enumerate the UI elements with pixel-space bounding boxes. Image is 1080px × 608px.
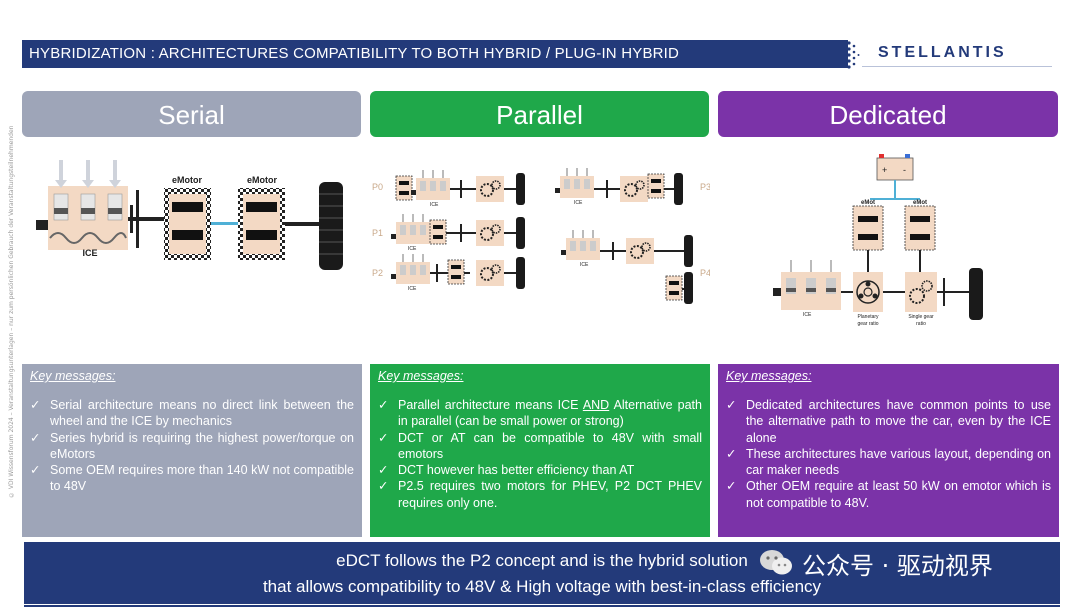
slide-title: HYBRIDIZATION : ARCHITECTURES COMPATIBIL… [22,40,848,68]
serial-message-list: ✓Serial architecture means no direct lin… [30,397,354,495]
p0-label: P0 [372,182,383,192]
conclusion-line-1: eDCT follows the P2 concept and is the h… [336,551,748,570]
emot-1-icon [852,205,884,251]
watermark: 公众号 · 驱动视界 [758,547,993,580]
side-copyright-note: © VDI Wissensforum 2024 – Veranstaltungs… [8,125,15,498]
single-gear-icon [905,272,937,312]
wheel-icon [319,182,343,270]
single-gear-label-line2: ratio [916,321,926,327]
battery-minus-label: - [903,165,906,175]
parallel-diagram: P0 ICE P1 ICE P2 ICE P3 ICE P4 ICE [372,167,710,304]
p3-label: P3 [700,182,710,192]
emot2-label: eMot [913,200,927,206]
dedicated-wheel-icon [969,268,983,320]
serial-emotor1-label: eMotor [172,175,202,185]
check-icon: ✓ [726,398,737,412]
serial-key-heading: Key messages: [30,369,116,383]
emotor-2-icon [238,188,285,260]
dedicated-heading: Dedicated [718,91,1058,137]
and-emphasis: AND [582,398,610,412]
p0-ice-label: ICE [430,202,439,208]
conclusion-banner: eDCT follows the P2 concept and is the h… [24,542,1060,604]
emot-2-icon [904,205,936,251]
planetary-label-line2: gear ratio [857,321,878,327]
emot1-label: eMot [861,200,875,206]
check-icon: ✓ [378,398,389,412]
dedicated-key-messages: Key messages: ✓Dedicated architectures h… [718,364,1059,537]
planetary-gear-icon [853,272,883,312]
stellantis-logo: STELLANTIS [878,44,1007,61]
list-item: ✓Dedicated architectures have common poi… [726,398,1051,445]
list-item: ✓DCT however has better efficiency than … [378,463,635,478]
check-icon: ✓ [30,398,41,412]
check-icon: ✓ [378,463,389,478]
watermark-text: 公众号 · 驱动视界 [802,551,993,580]
list-item: ✓Serial architecture means no direct lin… [30,398,354,429]
battery-icon [876,154,914,181]
parallel-heading: Parallel [370,91,709,137]
serial-emotor2-label: eMotor [247,175,277,185]
serial-ice-label: ICE [82,248,97,258]
conclusion-line-2: that allows compatibility to 48V & High … [262,577,822,596]
list-item: ✓Series hybrid is requiring the highest … [30,430,354,461]
dots-decoration-icon [847,41,860,69]
list-item: ✓Parallel architecture means ICE AND Alt… [378,398,702,429]
check-icon: ✓ [30,430,41,445]
p3-ice-label: ICE [574,200,583,206]
parallel-key-messages: Key messages: ✓Parallel architecture mea… [370,364,710,537]
logo-underline [862,66,1052,67]
list-item: ✓DCT or AT can be compatible to 48V with… [378,430,702,461]
p1-ice-label: ICE [408,246,417,252]
p4-label: P4 [700,268,710,278]
parallel-key-heading: Key messages: [378,369,464,383]
ice-engine-icon [36,160,128,250]
serial-diagram: ICE eMotor eMotor [36,160,343,270]
serial-key-messages: Key messages: ✓Serial architecture means… [22,364,362,537]
list-item: ✓P2.5 requires two motors for PHEV, P2 D… [378,479,702,510]
parallel-message-list: ✓Parallel architecture means ICE AND Alt… [378,397,702,511]
emotor-1-icon [164,188,211,260]
planetary-label-line1: Planetary [857,314,879,320]
dedicated-message-list: ✓Dedicated architectures have common poi… [726,397,1051,511]
p2-ice-label: ICE [408,286,417,292]
p2-label: P2 [372,268,383,278]
wechat-icon [760,550,792,575]
check-icon: ✓ [726,479,737,494]
list-item: ✓These architectures have various layout… [726,446,1051,478]
bottom-divider [24,605,1060,607]
check-icon: ✓ [378,479,389,494]
p4-ice-label: ICE [580,262,589,268]
serial-heading: Serial [22,91,361,137]
list-item: ✓Some OEM requires more than 140 kW not … [30,463,354,494]
check-icon: ✓ [30,463,41,478]
dedicated-key-heading: Key messages: [726,369,812,383]
list-item: ✓Other OEM require at least 50 kW on emo… [726,479,1051,510]
single-gear-label-line1: Single gear [908,314,934,320]
dedicated-diagram: + - eMot eMot ICE Planetary gear ratio S… [773,154,983,327]
check-icon: ✓ [378,430,389,445]
battery-plus-label: + [882,165,887,175]
check-icon: ✓ [726,446,737,461]
dedicated-ice-icon [773,260,841,310]
dedicated-ice-label: ICE [803,312,812,318]
p1-label: P1 [372,228,383,238]
